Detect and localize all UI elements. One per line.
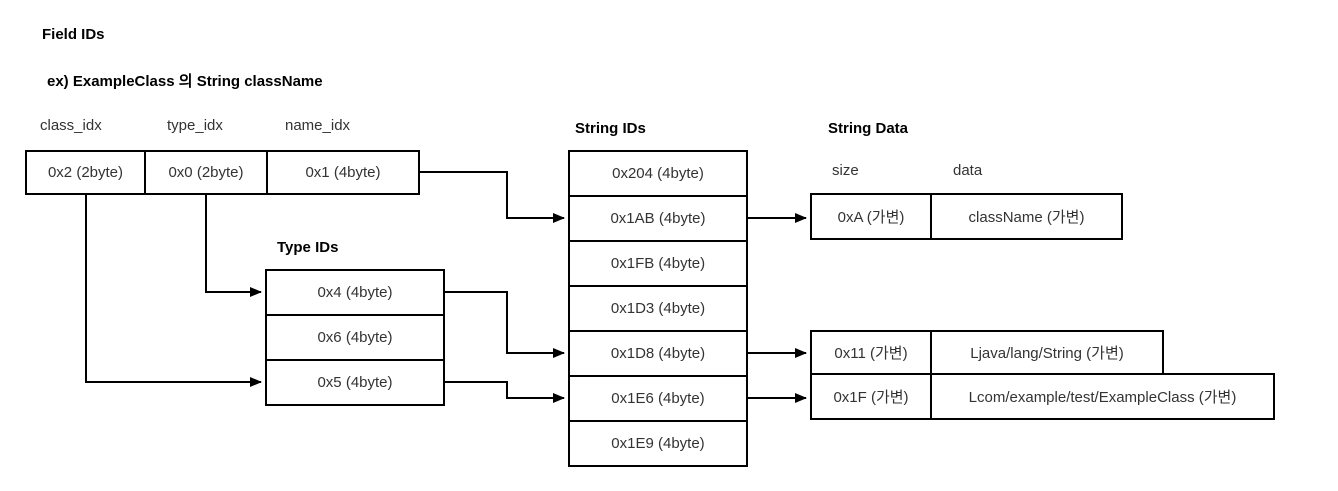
string-ids-title: String IDs xyxy=(575,120,646,137)
field-record-label-class-idx: class_idx xyxy=(40,117,102,134)
string-ids-row-0x1d3: 0x1D3 (4byte) xyxy=(568,285,748,332)
string-ids-row-0x1ab: 0x1AB (4byte) xyxy=(568,195,748,242)
string-ids-row-0x1e6: 0x1E6 (4byte) xyxy=(568,375,748,422)
arrow-type-0x5-to-string-0x1e6 xyxy=(445,381,565,403)
field-record-table: 0x2 (2byte) 0x0 (2byte) 0x1 (4byte) xyxy=(25,150,420,195)
string-data-row-ljava-lang-string: 0x11 (가변) Ljava/lang/String (가변) xyxy=(810,330,1164,375)
string-data-row-exampleclass: 0x1F (가변) Lcom/example/test/ExampleClass… xyxy=(810,373,1275,420)
string-data-size-header: size xyxy=(832,162,859,179)
string-data-size-classname: 0xA (가변) xyxy=(810,193,932,240)
diagram-title: Field IDs xyxy=(42,26,105,43)
string-data-size-ljava-lang-string: 0x11 (가변) xyxy=(810,330,932,375)
type-ids-row-0x5: 0x5 (4byte) xyxy=(265,359,445,406)
string-ids-row-0x1fb: 0x1FB (4byte) xyxy=(568,240,748,287)
string-data-data-header: data xyxy=(953,162,983,179)
arrow-class-idx-to-type-0x5 xyxy=(85,195,262,387)
string-ids-row-0x1e9: 0x1E9 (4byte) xyxy=(568,420,748,467)
string-ids-table: 0x204 (4byte) 0x1AB (4byte) 0x1FB (4byte… xyxy=(568,150,748,467)
type-ids-title: Type IDs xyxy=(277,239,339,256)
string-data-value-exampleclass: Lcom/example/test/ExampleClass (가변) xyxy=(930,373,1275,420)
arrow-name-idx-to-string-0x1ab xyxy=(419,171,565,223)
field-record-cell-name-idx: 0x1 (4byte) xyxy=(266,150,420,195)
type-ids-table: 0x4 (4byte) 0x6 (4byte) 0x5 (4byte) xyxy=(265,269,445,406)
field-record-label-type-idx: type_idx xyxy=(167,117,223,134)
field-record-cell-class-idx: 0x2 (2byte) xyxy=(25,150,146,195)
field-record-label-name-idx: name_idx xyxy=(285,117,351,134)
arrow-type-idx-to-type-0x4 xyxy=(205,195,262,297)
string-data-title: String Data xyxy=(828,120,909,137)
arrow-type-0x4-to-string-0x1d8 xyxy=(445,291,565,358)
type-ids-row-0x6: 0x6 (4byte) xyxy=(265,314,445,361)
diagram-subtitle: ex) ExampleClass 의 String className xyxy=(47,73,323,90)
string-data-row-classname: 0xA (가변) className (가변) xyxy=(810,193,1123,240)
field-record-cell-type-idx: 0x0 (2byte) xyxy=(144,150,268,195)
string-data-value-classname: className (가변) xyxy=(930,193,1123,240)
type-ids-row-0x4: 0x4 (4byte) xyxy=(265,269,445,316)
string-ids-row-0x204: 0x204 (4byte) xyxy=(568,150,748,197)
string-data-value-ljava-lang-string: Ljava/lang/String (가변) xyxy=(930,330,1164,375)
string-ids-row-0x1d8: 0x1D8 (4byte) xyxy=(568,330,748,377)
string-data-size-exampleclass: 0x1F (가변) xyxy=(810,373,932,420)
